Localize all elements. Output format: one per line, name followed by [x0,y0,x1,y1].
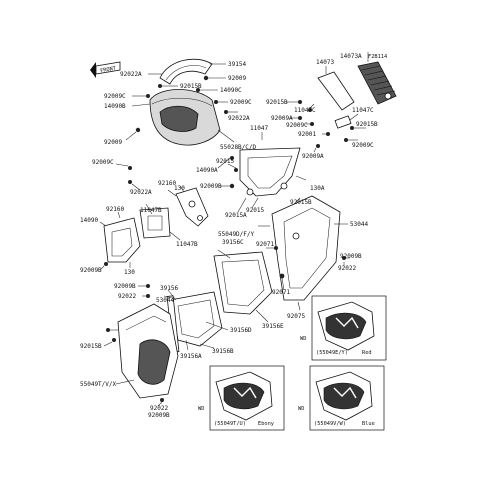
inset-red-variant: WD (55049E/Y) Red [300,295,387,361]
windshield-part [159,58,213,85]
lower-cowl-part [117,303,179,399]
label-130a: 130A [310,185,325,192]
label-39156d: 39156D [230,327,252,334]
bracket-small-part [334,115,352,129]
label-92015b-e: 92015B [80,343,102,350]
label-92071-a: 92071 [256,241,274,248]
label-11047c-b: 11047C [352,107,374,114]
label-92015a: 92015A [225,212,247,219]
label-92009c-a: 92009C [230,99,252,106]
label-39156b: 39156B [212,348,234,355]
label-92009c-e: 92009C [352,142,374,149]
label-92071-b: 92071 [272,289,290,296]
label-92009a-a: 92009A [271,115,293,122]
left-bracket-part [175,187,209,227]
label-11047b-b: 11047B [176,241,198,248]
label-92015b-c: 92015B [356,121,378,128]
label-92009c-b: 92009C [104,93,126,100]
label-39154: 39154 [228,61,246,68]
label-14090a: 14090A [196,167,218,174]
label-14090: 14090 [80,217,98,224]
label-92022-b: 92022 [118,293,136,300]
label-39156a: 39156A [180,353,202,360]
inset-ebony-color: Ebony [258,421,274,427]
label-92001: 92001 [298,131,316,138]
label-92022a-b: 92022A [228,115,250,122]
mirror-mount-part [139,207,171,239]
label-92022: 92022 [338,265,356,272]
front-label: FRONT [100,66,118,75]
label-14090b: 14090B [104,103,126,110]
inset-blue-variant: WD (55049V/W) Blue [298,365,385,431]
inset-red-side: WD [300,336,306,342]
inner-panel-39156-part [213,251,273,315]
label-39156e: 39156E [262,323,284,330]
label-92009a-b: 92009A [302,153,324,160]
label-130-b: 130 [124,269,135,276]
label-92015b-d: 92015B [290,199,312,206]
label-11047b-a: 11047B [140,207,162,214]
inset-red-color: Red [362,350,372,356]
label-92075: 92075 [287,313,305,320]
inset-blue-color: Blue [362,421,375,427]
label-92022a-c: 92022A [130,189,152,196]
label-92160-b: 92160 [106,206,124,213]
label-92015b-a: 92015B [180,83,202,90]
inset-ebony-code: (55049T/U) [214,421,246,427]
label-92009b-e: 92009B [148,412,170,419]
inner-panel-left-part [103,217,141,263]
label-92009c-c: 92009C [92,159,114,166]
inset-blue-code: (55049V/W) [314,421,346,427]
label-92009b-a: 92009B [200,183,222,190]
inset-blue-side: WD [298,406,304,412]
label-92160-a: 92160 [158,180,176,187]
air-duct-part [317,61,397,111]
upper-cowl-part [149,89,221,146]
label-92009c-d: 92009C [286,122,308,129]
label-92009-b: 92009 [104,139,122,146]
label-92015: 92015 [216,158,234,165]
label-55049t: 55049T/V/X [80,381,117,388]
label-11047c-a: 11047C [294,107,316,114]
label-55049d: 55049D/F/Y [218,231,255,238]
label-92009b-d: 92009B [114,283,136,290]
inset-red-code: (55049E/Y) [316,350,348,356]
label-92009b-b: 92009B [80,267,102,274]
cowl-bracket-part [239,147,301,197]
label-14090c-a: 14090C [220,87,242,94]
label-92015-b: 92015 [246,207,264,214]
inset-ebony-side: WD [198,406,204,412]
inset-ebony-variant: WD (55049T/U) Ebony [198,365,285,431]
middle-cowl-part [271,195,341,301]
label-53044-b: 53044 [156,297,174,304]
label-130-a: 130 [174,185,185,192]
label-92009-a: 92009 [228,75,246,82]
label-53044-a: 53044 [350,221,368,228]
label-55028b: 55028B/C/D [220,144,257,151]
label-14073: 14073 [316,59,334,66]
label-92015b-b: 92015B [266,99,288,106]
label-92009b-c: 92009B [340,253,362,260]
label-39156: 39156 [160,285,178,292]
front-arrow-icon: FRONT [90,61,121,78]
label-92022-c: 92022 [150,405,168,412]
label-11047: 11047 [250,125,268,132]
label-14073a: 14073A [340,53,362,60]
label-39156c: 39156C [222,239,244,246]
diagram-code: F2B114 [368,54,387,60]
label-92022a-top: 92022A [120,71,142,78]
